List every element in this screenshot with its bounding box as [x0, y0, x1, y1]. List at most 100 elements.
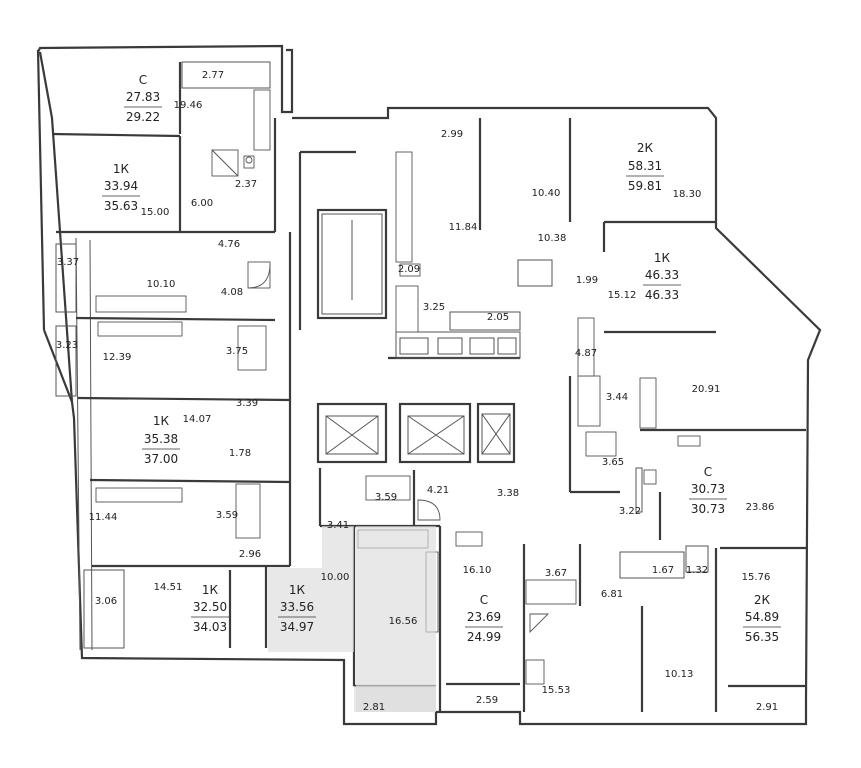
apartment-a3: 1К 35.38 37.00 — [142, 414, 180, 466]
room-area: 2.99 — [441, 129, 463, 140]
apartment-a10: 2К 54.89 56.35 — [743, 593, 781, 644]
room-area: 3.59 — [375, 492, 397, 503]
apartment-area: 23.69 — [467, 610, 501, 624]
room-area: 15.76 — [742, 572, 771, 583]
apartment-total: 56.35 — [745, 630, 779, 644]
apartment-type: С — [704, 465, 712, 479]
room-area: 2.09 — [398, 264, 420, 275]
room-area: 2.59 — [476, 695, 498, 706]
apartment-labels: С 27.83 29.22 1К 33.94 35.63 1К 35.38 37… — [102, 73, 781, 644]
room-area: 2.91 — [756, 702, 778, 713]
room-area: 11.84 — [449, 222, 478, 233]
apartment-total: 37.00 — [144, 452, 178, 466]
room-area: 10.13 — [665, 669, 694, 680]
room-area: 4.08 — [221, 287, 243, 298]
room-area: 10.00 — [321, 572, 350, 583]
room-area: 4.87 — [575, 348, 597, 359]
apartment-a4: 1К 32.50 34.03 — [191, 583, 229, 634]
apartment-a8: 1К 46.33 46.33 — [643, 251, 681, 302]
apartment-area: 30.73 — [691, 482, 725, 496]
apartment-type: 2К — [754, 593, 771, 607]
room-area: 20.91 — [692, 384, 721, 395]
room-area: 1.78 — [229, 448, 251, 459]
room-area: 3.65 — [602, 457, 624, 468]
room-area: 3.38 — [497, 488, 519, 499]
room-area: 16.56 — [389, 616, 418, 627]
apartment-total: 29.22 — [126, 110, 160, 124]
apartment-total: 59.81 — [628, 179, 662, 193]
room-labels: 2.77 19.46 2.37 6.00 15.00 4.76 3.37 10.… — [56, 70, 778, 713]
apartment-type: 1К — [153, 414, 170, 428]
room-area: 18.30 — [673, 189, 702, 200]
apartment-a7: 2К 58.31 59.81 — [626, 141, 664, 193]
highlighted-apartment — [268, 526, 436, 712]
apartment-total: 46.33 — [645, 288, 679, 302]
room-area: 3.59 — [216, 510, 238, 521]
room-area: 1.67 — [652, 565, 674, 576]
room-area: 1.99 — [576, 275, 598, 286]
apartment-area: 27.83 — [126, 90, 160, 104]
apartment-total: 30.73 — [691, 502, 725, 516]
highlighted-apartment-tail — [356, 686, 436, 712]
apartment-type: 2К — [637, 141, 654, 155]
apartment-type: 1К — [113, 162, 130, 176]
apartment-total: 34.97 — [280, 620, 314, 634]
room-area: 14.51 — [154, 582, 183, 593]
room-area: 6.81 — [601, 589, 623, 600]
room-area: 10.40 — [532, 188, 561, 199]
fixtures — [95, 89, 701, 685]
room-area: 3.06 — [95, 596, 117, 607]
room-area: 12.39 — [103, 352, 132, 363]
apartment-type: 1К — [654, 251, 671, 265]
room-area: 16.10 — [463, 565, 492, 576]
apartment-a6: С 23.69 24.99 — [465, 593, 503, 644]
room-area: 2.77 — [202, 70, 224, 81]
room-area: 3.44 — [606, 392, 628, 403]
apartment-area: 58.31 — [628, 159, 662, 173]
apartment-total: 24.99 — [467, 630, 501, 644]
room-area: 15.12 — [608, 290, 637, 301]
room-area: 15.53 — [542, 685, 571, 696]
room-area: 2.05 — [487, 312, 509, 323]
room-area: 11.44 — [89, 512, 118, 523]
apartment-area: 54.89 — [745, 610, 779, 624]
apartment-a1: С 27.83 29.22 — [124, 73, 162, 124]
room-area: 6.00 — [191, 198, 213, 209]
room-area: 4.76 — [218, 239, 240, 250]
highlighted-apartment-body — [356, 526, 436, 686]
apartment-a9: С 30.73 30.73 — [689, 465, 727, 516]
apartment-a2: 1К 33.94 35.63 — [102, 162, 140, 213]
apartment-a5: 1К 33.56 34.97 — [278, 583, 316, 634]
room-area: 2.81 — [363, 702, 385, 713]
room-area: 2.37 — [235, 179, 257, 190]
room-area: 3.23 — [56, 340, 78, 351]
room-area: 10.10 — [147, 279, 176, 290]
room-area: 3.75 — [226, 346, 248, 357]
room-area: 3.22 — [619, 506, 641, 517]
room-area: 19.46 — [174, 100, 203, 111]
room-area: 2.96 — [239, 549, 261, 560]
apartment-type: С — [139, 73, 147, 87]
apartment-area: 33.56 — [280, 600, 314, 614]
apartment-total: 35.63 — [104, 199, 138, 213]
room-area: 23.86 — [746, 502, 775, 513]
room-area: 3.25 — [423, 302, 445, 313]
room-area: 4.21 — [427, 485, 449, 496]
room-area: 3.37 — [57, 257, 79, 268]
apartment-area: 46.33 — [645, 268, 679, 282]
room-area: 3.41 — [327, 520, 349, 531]
apartment-type: 1К — [202, 583, 219, 597]
room-area: 15.00 — [141, 207, 170, 218]
room-area: 3.39 — [236, 398, 258, 409]
apartment-area: 32.50 — [193, 600, 227, 614]
apartment-area: 33.94 — [104, 179, 138, 193]
apartment-area: 35.38 — [144, 432, 178, 446]
apartment-type: 1К — [289, 583, 306, 597]
apartment-total: 34.03 — [193, 620, 227, 634]
room-area: 1.32 — [686, 565, 708, 576]
room-area: 10.38 — [538, 233, 567, 244]
apartment-type: С — [480, 593, 488, 607]
room-area: 14.07 — [183, 414, 212, 425]
room-area: 3.67 — [545, 568, 567, 579]
